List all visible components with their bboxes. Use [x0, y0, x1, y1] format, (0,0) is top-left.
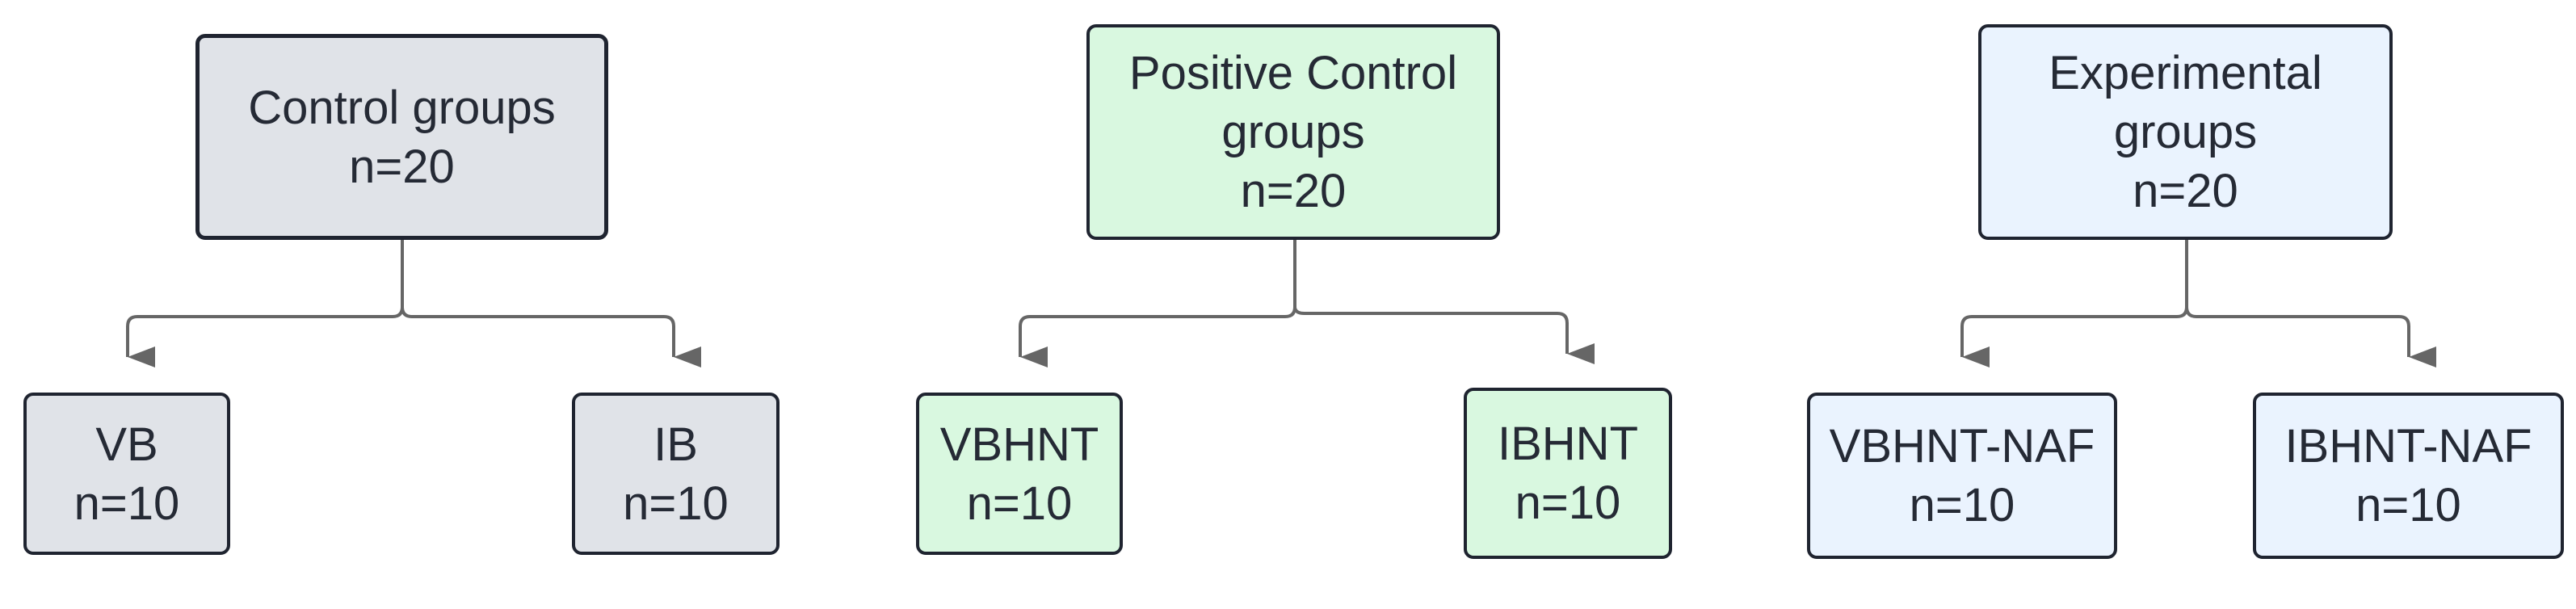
ibhnt-count: n=10	[1515, 477, 1621, 529]
control-groups-box: Control groups n=20	[195, 34, 608, 240]
connector-control-to-vb	[126, 239, 404, 368]
connector-positive-to-ibhnt	[1293, 306, 1595, 364]
connector-experimental-to-ibhnt-naf	[2185, 306, 2436, 368]
positive-control-groups-box: Positive Control groups n=20	[1086, 24, 1500, 240]
vb-count: n=10	[74, 477, 180, 530]
ib-label: IB	[653, 418, 698, 471]
ibhnt-box: IBHNT n=10	[1464, 388, 1672, 559]
ib-count: n=10	[623, 477, 729, 530]
vbhnt-count: n=10	[966, 477, 1073, 530]
vbhnt-naf-box: VBHNT-NAF n=10	[1807, 393, 2117, 559]
positive-control-title-line-1: Positive Control	[1128, 47, 1458, 99]
ib-box: IB n=10	[572, 393, 780, 555]
experimental-title-line-2: groups	[2113, 106, 2258, 158]
vbhnt-naf-count: n=10	[1909, 479, 2015, 531]
vbhnt-label: VBHNT	[939, 418, 1099, 471]
vb-box: VB n=10	[23, 393, 230, 555]
connector-control-to-ib	[401, 306, 701, 368]
experimental-count: n=20	[2133, 165, 2238, 217]
connector-positive-to-vbhnt	[1019, 239, 1296, 368]
positive-control-count: n=20	[1240, 165, 1347, 217]
experimental-title-line-1: Experimental	[2049, 47, 2322, 99]
control-groups-title: Control groups	[248, 81, 556, 134]
connector-experimental-to-vbhnt-naf	[1960, 239, 2188, 368]
ibhnt-naf-box: IBHNT-NAF n=10	[2253, 393, 2564, 559]
vb-label: VB	[95, 418, 158, 471]
positive-control-title-line-2: groups	[1221, 106, 1365, 158]
vbhnt-naf-label: VBHNT-NAF	[1829, 420, 2095, 472]
control-groups-count: n=20	[349, 140, 455, 193]
ibhnt-naf-count: n=10	[2355, 479, 2461, 531]
vbhnt-box: VBHNT n=10	[916, 393, 1123, 555]
ibhnt-naf-label: IBHNT-NAF	[2284, 420, 2532, 472]
ibhnt-label: IBHNT	[1498, 418, 1638, 470]
experimental-groups-box: Experimental groups n=20	[1978, 24, 2393, 240]
